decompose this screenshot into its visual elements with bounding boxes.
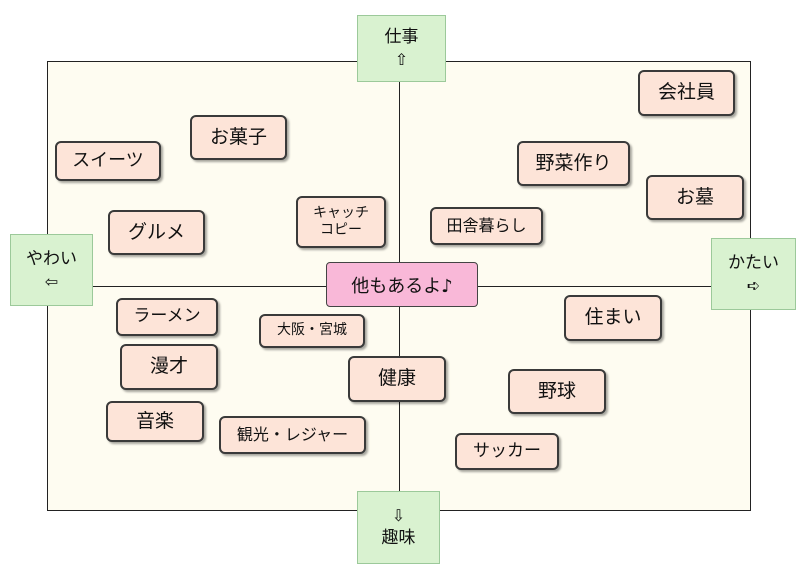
center-item-others: 他もあるよ♪	[326, 262, 478, 307]
item-soccer: サッカー	[455, 433, 559, 470]
item-catchcopy: キャッチ コピー	[296, 196, 386, 248]
axis-label-left-text: やわい	[26, 248, 77, 269]
axis-label-right: かたい ➪	[711, 238, 796, 310]
axis-label-top: 仕事 ⇧	[357, 15, 446, 82]
item-manzai: 漫才	[120, 344, 218, 390]
axis-label-left: やわい ⇦	[10, 234, 93, 306]
item-sweets: スイーツ	[55, 141, 161, 181]
item-ohaka: お墓	[646, 175, 744, 220]
item-kankou: 観光・レジャー	[219, 416, 366, 454]
item-ramen: ラーメン	[116, 298, 218, 336]
item-osaka: 大阪・宮城	[259, 314, 365, 348]
item-ongaku: 音楽	[106, 401, 204, 442]
item-yakyu: 野球	[508, 369, 606, 414]
item-gourmet: グルメ	[108, 210, 205, 255]
item-sumai: 住まい	[564, 295, 662, 341]
axis-label-right-text: かたい	[728, 252, 779, 273]
right-arrow-icon: ➪	[746, 275, 761, 295]
axis-label-bottom: ⇩ 趣味	[357, 491, 440, 564]
item-kenkou: 健康	[348, 356, 446, 402]
up-arrow-icon: ⇧	[394, 50, 409, 70]
item-kaishain: 会社員	[638, 70, 735, 116]
down-arrow-icon: ⇩	[391, 506, 406, 526]
axis-label-bottom-text: 趣味	[381, 527, 416, 548]
axis-label-top-text: 仕事	[384, 27, 419, 48]
item-yasai: 野菜作り	[517, 141, 630, 186]
item-okashi: お菓子	[190, 115, 287, 160]
item-inaka: 田舎暮らし	[430, 207, 543, 245]
left-arrow-icon: ⇦	[44, 271, 59, 291]
